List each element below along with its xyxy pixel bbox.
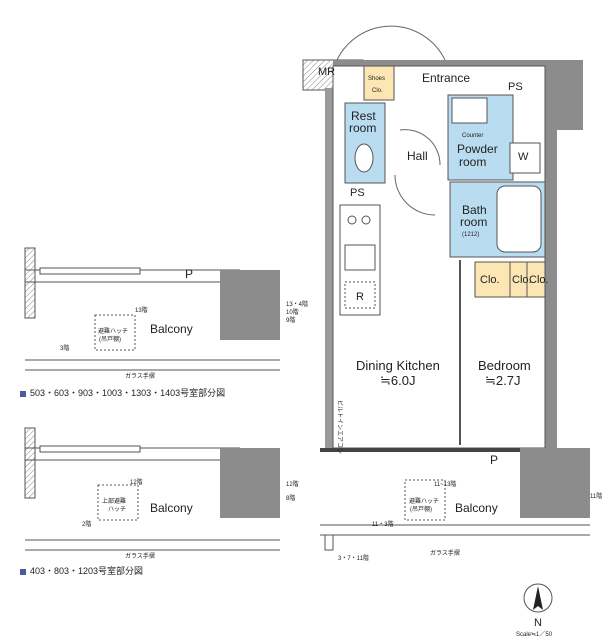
plan-a-floor-top: 13階 xyxy=(135,306,148,314)
scale-label: Scale≒1／50 xyxy=(516,631,553,638)
label-floors-main-top: 11~13階 xyxy=(434,480,456,488)
label-clo-1: Clo. xyxy=(480,274,500,286)
label-powder-2: room xyxy=(459,155,486,169)
label-clo-2: Clo. xyxy=(512,274,532,286)
plan-a-balcony: Balcony xyxy=(150,322,193,336)
compass-north: N xyxy=(534,617,542,629)
shoes-closet xyxy=(363,65,395,101)
label-ps-top: PS xyxy=(508,81,523,93)
plan-b-railing: ガラス手摺 xyxy=(125,552,155,560)
plan-b-floor-top: 12階 xyxy=(130,478,143,486)
label-hall: Hall xyxy=(407,149,428,163)
plan-b-caption-text: 403・803・1203号室部分図 xyxy=(30,566,144,576)
plan-a-floor-right-3: 9階 xyxy=(286,316,295,324)
label-bedroom-area: ≒2.7J xyxy=(485,373,520,388)
plan-b-caption: 403・803・1203号室部分図 xyxy=(20,564,143,577)
label-railing-main: ガラス手摺 xyxy=(430,549,460,557)
plan-b-floor-left: 2階 xyxy=(82,520,91,528)
label-shoes-1: Shoes xyxy=(368,76,385,82)
label-mr: MR xyxy=(318,66,335,78)
plan-a-hatch xyxy=(94,314,136,351)
label-partition-note: ビルトインエアコン xyxy=(336,400,344,454)
label-w: W xyxy=(518,151,529,163)
washer-space xyxy=(509,142,541,174)
plan-a-hatch-1: 避難ハッチ xyxy=(98,327,128,335)
label-ps-mid: PS xyxy=(350,187,365,199)
hall-door-swing xyxy=(394,174,436,216)
plan-b-balcony: Balcony xyxy=(150,501,193,515)
label-balcony-main: Balcony xyxy=(455,501,498,515)
entrance-door-swing xyxy=(336,25,446,61)
label-rest-1: Rest xyxy=(351,109,376,123)
label-dining-area: ≒6.0J xyxy=(380,373,415,388)
plan-a-pillar xyxy=(220,270,280,340)
label-powder-1: Powder xyxy=(457,142,498,156)
toilet xyxy=(354,143,374,173)
label-floors-bottom-left: 3・7・11階 xyxy=(338,554,369,562)
label-p-main: P xyxy=(490,453,498,467)
plan-a-hatch-2: (吊戸棚) xyxy=(99,335,121,343)
plan-a-floor-right-2: 10階 xyxy=(286,308,299,316)
label-bath-2: room xyxy=(460,215,487,229)
label-entrance: Entrance xyxy=(422,71,470,85)
label-rest-2: room xyxy=(349,121,376,135)
right-outer-wall xyxy=(545,130,557,448)
label-r: R xyxy=(356,291,364,303)
plan-b-hatch-1: 上部避難 xyxy=(102,497,126,505)
plan-a-p: P xyxy=(185,267,193,281)
plan-a-floor-right-1: 13・4階 xyxy=(286,300,308,308)
top-wall xyxy=(333,60,525,66)
label-bath-1: Bath xyxy=(462,203,487,217)
plan-a-caption-text: 503・603・903・1003・1303・1403号室部分図 xyxy=(30,388,226,398)
balcony-edge xyxy=(320,448,590,452)
plan-b-hatch xyxy=(97,484,139,521)
left-outer-wall xyxy=(325,88,333,448)
bathtub xyxy=(496,185,542,253)
balcony-pillar xyxy=(520,448,590,518)
label-bedroom: Bedroom xyxy=(478,358,531,373)
plan-b-pillar xyxy=(220,448,280,518)
label-bath-3: (1212) xyxy=(462,232,479,238)
label-hatch-main-1: 避難ハッチ xyxy=(409,497,439,505)
compass xyxy=(523,583,553,613)
counter-sink xyxy=(451,97,488,124)
label-floors-main-bot: 11・3階 xyxy=(372,520,394,528)
label-hatch-main-2: (吊戸棚) xyxy=(410,505,432,513)
label-counter: Counter xyxy=(462,133,483,139)
label-floors-main-right: 11階 xyxy=(590,492,602,500)
plan-a-caption: 503・603・903・1003・1303・1403号室部分図 xyxy=(20,386,225,399)
plan-a-floor-left: 3階 xyxy=(60,344,69,352)
plan-a-railing: ガラス手摺 xyxy=(125,372,155,380)
caption-marker-icon xyxy=(20,390,26,397)
caption-marker-icon xyxy=(20,568,26,575)
plan-b-hatch-2: ハッチ xyxy=(108,506,126,513)
evacuation-hatch-main xyxy=(404,479,446,521)
plan-b-floor-right-2: 8階 xyxy=(286,494,295,502)
label-clo-3: Clo. xyxy=(529,274,549,286)
label-dining: Dining Kitchen xyxy=(356,358,440,373)
plan-b-floor-right-1: 12階 xyxy=(286,480,299,488)
label-shoes-2: Clo. xyxy=(372,88,383,94)
